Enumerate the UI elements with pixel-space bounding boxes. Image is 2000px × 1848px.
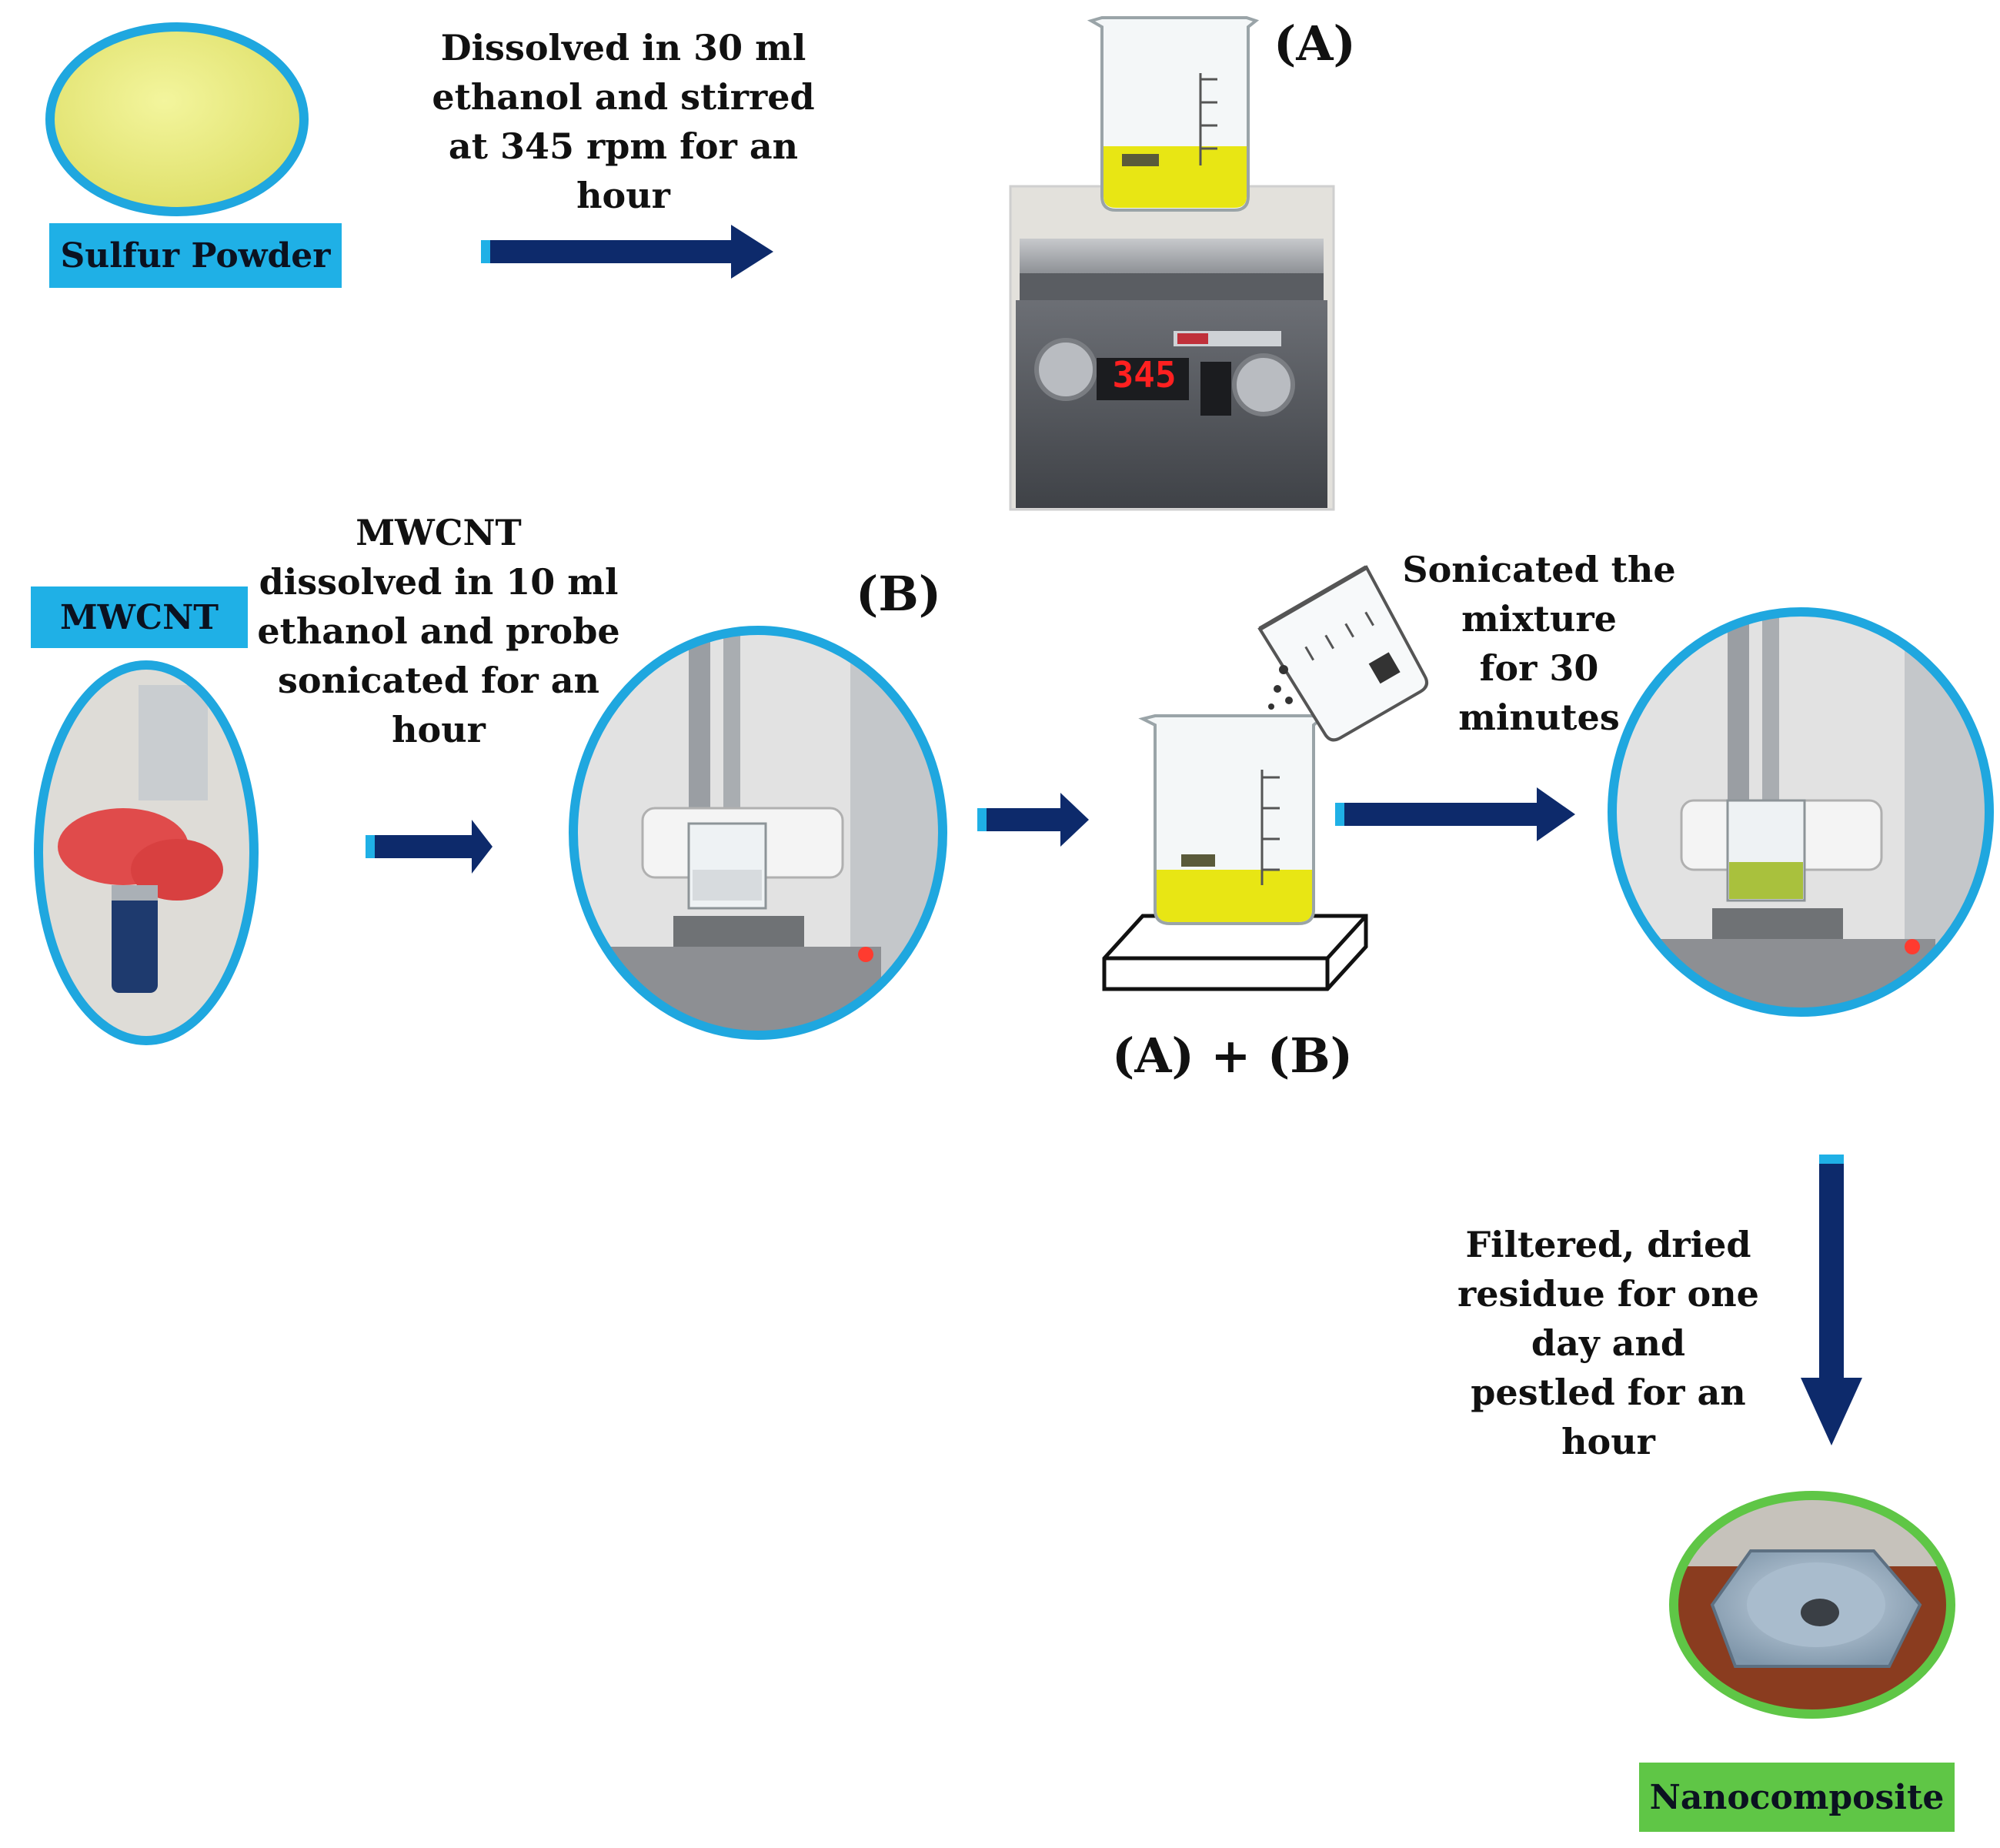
filter-step-line: pestled for an (1471, 1372, 1746, 1413)
sulfur-powder-label: Sulfur Powder (49, 223, 342, 288)
stirrer-display-value: 345 (1112, 354, 1177, 396)
sulfur-step-text: Dissolved in 30 ml ethanol and stirred a… (416, 23, 831, 220)
sulfur-step-line: at 345 rpm for an (448, 125, 799, 167)
mwcnt-vial-image (34, 660, 259, 1045)
sonicate-step-text: Sonicated the mixture for 30 minutes (1393, 545, 1685, 742)
mwcnt-step-line: MWCNT (356, 512, 522, 553)
arrow-right-icon (481, 225, 773, 279)
filter-step-line: residue for one (1457, 1273, 1759, 1315)
marker-a-plus-b: (A) + (B) (1112, 1028, 1353, 1084)
nanocomposite-label: Nanocomposite (1639, 1763, 1955, 1832)
filter-step-line: hour (1561, 1421, 1655, 1462)
arrow-right-icon (366, 820, 492, 874)
mwcnt-label: MWCNT (31, 586, 248, 648)
filter-step-text: Filtered, dried residue for one day and … (1447, 1220, 1770, 1466)
sonicate-step-line: Sonicated the (1402, 549, 1676, 590)
mortar-pestle-image (1669, 1491, 1955, 1719)
filter-step-line: day and (1531, 1322, 1686, 1364)
marker-b: (B) (856, 566, 942, 622)
sonicate-step-line: minutes (1458, 697, 1620, 738)
magnetic-stirrer-image (1009, 185, 1335, 511)
sulfur-step-line: hour (576, 175, 670, 216)
sonicate-step-line: for 30 (1479, 647, 1599, 689)
pouring-beaker-icon (1257, 565, 1429, 742)
arrow-down-icon (1801, 1155, 1862, 1445)
mwcnt-step-line: dissolved in 10 ml (259, 561, 619, 603)
mixing-beaker-icon (1102, 714, 1368, 991)
mwcnt-step-line: ethanol and probe (257, 610, 620, 652)
mwcnt-step-text: MWCNT dissolved in 10 ml ethanol and pro… (254, 508, 623, 754)
mwcnt-step-line: hour (392, 709, 486, 750)
probe-sonicator-image (569, 626, 947, 1040)
arrow-right-icon (1335, 787, 1575, 841)
sulfur-step-line: Dissolved in 30 ml (440, 27, 806, 69)
filter-step-line: Filtered, dried (1465, 1224, 1751, 1265)
sulfur-step-line: ethanol and stirred (432, 76, 815, 118)
sonicate-step-line: mixture (1461, 598, 1617, 640)
mwcnt-step-line: sonicated for an (278, 660, 599, 701)
arrow-right-icon (977, 793, 1089, 847)
marker-a: (A) (1274, 15, 1356, 72)
beaker-a-icon (1087, 16, 1260, 212)
sonicated-mixture-image (1608, 607, 1994, 1017)
